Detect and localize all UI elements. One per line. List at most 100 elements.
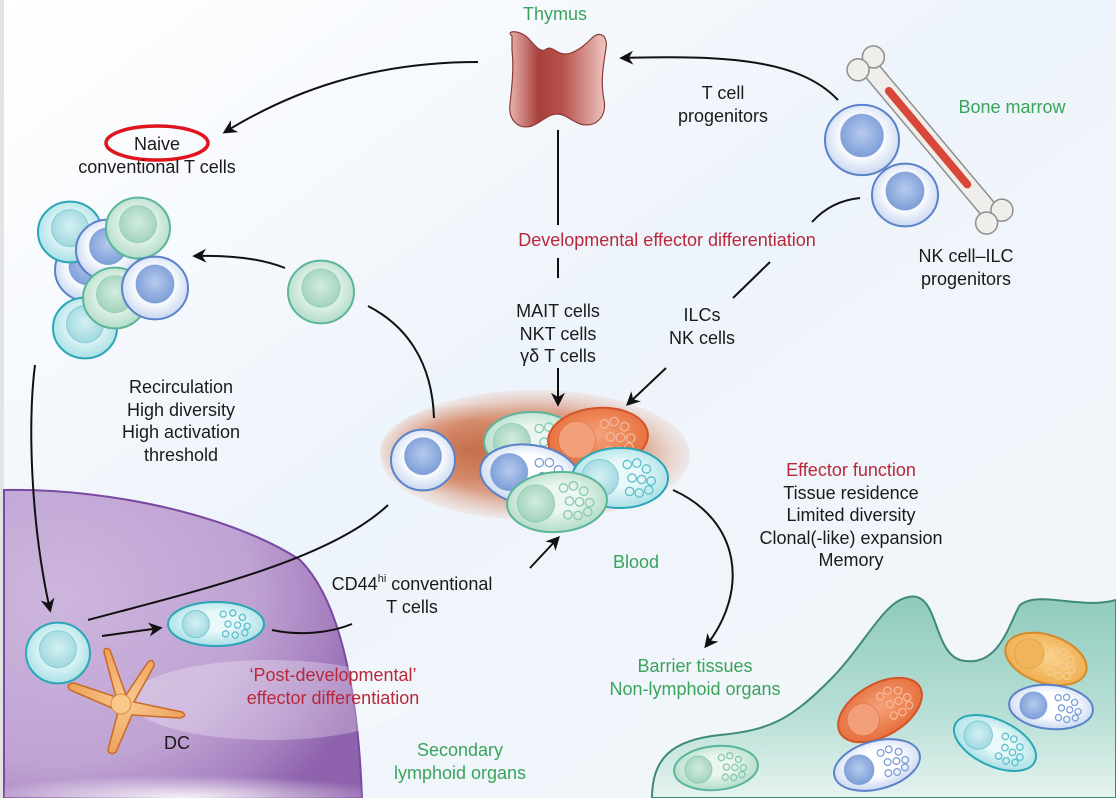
property-line: Recirculation [128, 377, 234, 397]
granule [1002, 756, 1010, 765]
granule [221, 630, 230, 638]
granule [544, 457, 555, 468]
nk-ilc-progenitors-label: NK cell–ILC progenitors [918, 245, 1013, 290]
granule [622, 459, 633, 470]
cd44-suffix: conventional [386, 574, 493, 594]
granule [233, 621, 242, 629]
label-line: ILCs [683, 305, 721, 325]
tissue-resident-cell [1004, 631, 1088, 687]
cd44-superscript: hi [377, 573, 387, 585]
tissue-resident-cell [673, 744, 759, 792]
property-line: Memory [818, 550, 884, 570]
naive-highlight-circle [104, 124, 210, 162]
arrow-ilcs-to-blood [625, 367, 667, 406]
tissue-resident-cell [837, 676, 923, 744]
granule [717, 753, 726, 762]
naive-conventional-label: conventional T cells [78, 157, 236, 177]
granule [574, 497, 585, 507]
granule [568, 480, 579, 491]
arrow-to-naive-cluster [192, 248, 286, 269]
granule [636, 474, 647, 485]
granule [641, 464, 652, 474]
granule [894, 747, 903, 756]
granule [994, 752, 1003, 760]
label-line: MAIT cells [516, 301, 600, 321]
granule [731, 763, 739, 772]
granule [243, 622, 251, 630]
granule [584, 497, 595, 508]
label-line: NKT cells [519, 323, 597, 344]
granule [534, 457, 545, 468]
granule [1062, 671, 1072, 680]
granule [721, 773, 729, 781]
effector-t-cell-in-lymph-node [167, 601, 265, 647]
granule [1054, 671, 1063, 680]
label-line: ‘Post-developmental’ [249, 665, 417, 685]
label-line: lymphoid organs [393, 762, 527, 783]
property-line: threshold [143, 444, 219, 465]
label-line: T cells [386, 596, 438, 617]
granule [884, 745, 893, 754]
granule [582, 507, 593, 517]
granule [1062, 693, 1071, 702]
line-to-ilcs [732, 261, 771, 299]
granule [1070, 698, 1079, 707]
thymus-organ [509, 31, 607, 128]
granule [1001, 732, 1010, 741]
effector-properties-label: Effector function Tissue residence Limit… [759, 459, 942, 572]
granule [619, 421, 630, 432]
activated-t-cell [287, 259, 355, 325]
tissue-resident-cell [833, 738, 921, 792]
effector-function-heading: Effector function [786, 460, 916, 480]
granule [624, 486, 635, 497]
granule [1074, 707, 1082, 716]
granule [734, 755, 743, 764]
property-line: Limited diversity [786, 505, 916, 525]
cd44hi-label: CD44hi conventional T cells [332, 573, 493, 618]
developmental-effector-differentiation-label: Developmental effector differentiation [518, 230, 816, 250]
bone-marrow-bone [846, 45, 1014, 235]
post-developmental-label: ‘Post-developmental’ effector differenti… [247, 664, 419, 709]
arrow-progenitors-to-thymus [619, 50, 839, 101]
label-line: NK cells [668, 327, 736, 348]
arrow-cd44-to-blood [529, 535, 560, 569]
granule [1066, 655, 1075, 664]
granule [1011, 758, 1019, 767]
property-line: Clonal(-like) expansion [759, 527, 943, 548]
label-line: NK cell–ILC [918, 246, 1014, 266]
granule [739, 764, 748, 772]
granule [1059, 661, 1068, 670]
label-line: CD44hi conventional [332, 573, 493, 596]
bone-marrow-label: Bone marrow [958, 97, 1066, 117]
arrow-blood-to-barrier [672, 489, 734, 649]
granule [599, 419, 610, 429]
granule [1054, 713, 1063, 722]
granule [1009, 735, 1018, 743]
nk-ilc-progenitor-cell [871, 162, 939, 228]
property-line: Tissue residence [783, 482, 919, 503]
granule [563, 509, 573, 520]
granule [1015, 743, 1024, 751]
arrow-cluster-to-lymphoid [30, 364, 55, 613]
label-line: effector differentiation [246, 687, 420, 708]
label-line: progenitors [677, 105, 769, 126]
granule [643, 485, 654, 495]
granule [578, 486, 589, 496]
arrow-thymus-to-naive [222, 61, 479, 134]
t-cell-progenitor-cell [824, 103, 900, 177]
granule [1066, 706, 1074, 714]
granule [904, 700, 914, 710]
granule [898, 707, 907, 717]
tissue-resident-cell [952, 714, 1038, 772]
secondary-lymphoid-label: Secondary lymphoid organs [394, 739, 526, 784]
granule [625, 433, 636, 444]
granule [558, 483, 569, 493]
dc-label: DC [164, 733, 190, 753]
barrier-tissues-label: Barrier tissues Non-lymphoid organs [609, 655, 780, 700]
granule [729, 773, 738, 782]
granule [1071, 714, 1080, 722]
line-nk-progenitor [811, 197, 861, 223]
tissue-resident-cell [1008, 683, 1094, 731]
